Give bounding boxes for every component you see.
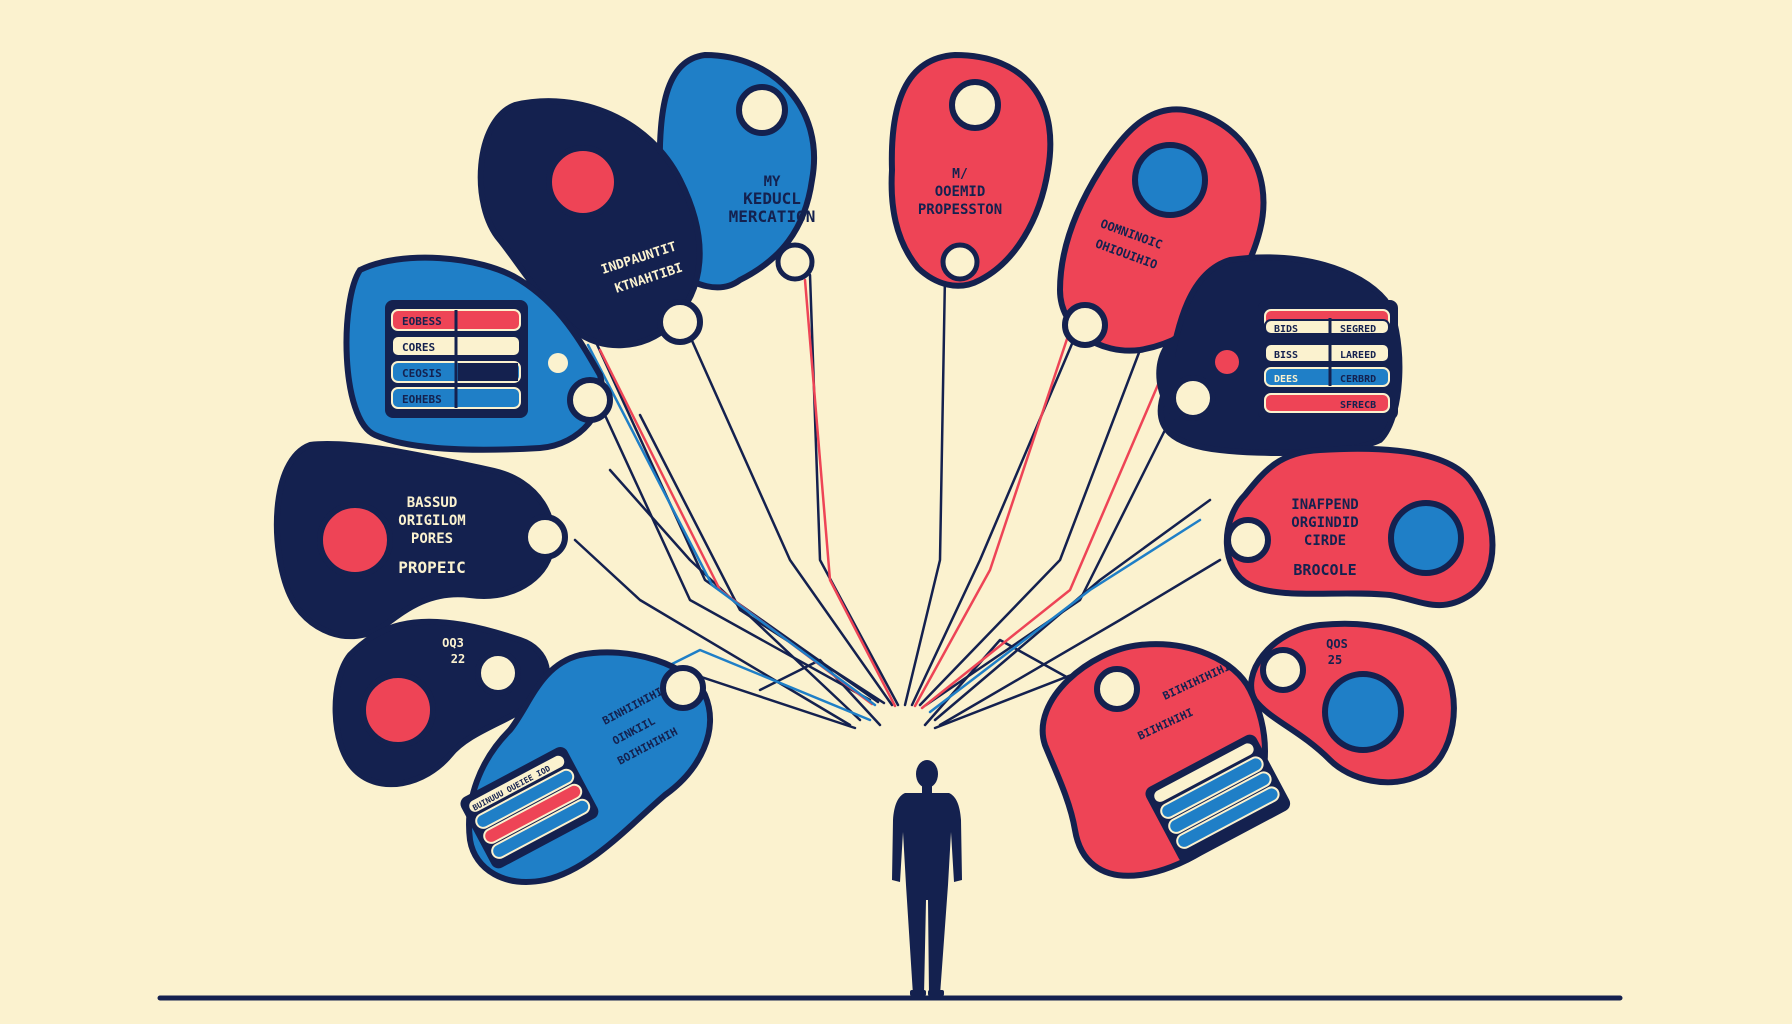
- bubble-center-left: BASSUD ORIGILOM PORES PROPEIC: [273, 441, 568, 640]
- bubble-center-left-line1: BASSUD: [407, 495, 458, 511]
- bubble-top-right-line3: PROPESSTON: [918, 202, 1002, 218]
- mid-right-row-2-right: LAREED: [1340, 350, 1376, 361]
- mid-right-row-3-left: DEES: [1274, 374, 1298, 385]
- bubble-center-right-line4: BROCOLE: [1293, 561, 1356, 579]
- mid-left-row-2: CORES: [402, 341, 435, 354]
- bubble-low-right-line2: 25: [1328, 653, 1342, 667]
- mid-left-row-1: EOBESS: [402, 315, 442, 328]
- bubble-low-left: OQ3 22: [332, 618, 550, 788]
- bubble-upper-left: INDPAUNTIT KTNAHTIBI: [477, 98, 703, 349]
- bubble-center-right: INAFPEND ORGINDID CIRDE BROCOLE: [1223, 445, 1496, 609]
- bubble-center-right-line1: INAFPEND: [1291, 497, 1358, 513]
- person-silhouette: [892, 760, 962, 996]
- bubble-low-right: QOS 25: [1248, 620, 1457, 786]
- bubble-center-left-line2: ORIGILOM: [398, 513, 465, 529]
- bottom-right-bars: [1145, 734, 1291, 863]
- bubble-top-left-line3: MERCATION: [729, 207, 816, 226]
- bottom-left-bars: BUINUUU OUEIEE IOD: [460, 746, 599, 869]
- mid-right-row-4-right: SFRECB: [1340, 400, 1376, 411]
- bubble-top-right: M/ OOEMID PROPESSTON: [888, 51, 1054, 289]
- bubble-low-left-line1: OQ3: [442, 636, 464, 650]
- bubble-top-right-line1: M/: [952, 167, 968, 182]
- bubble-top-right-line2: OOEMID: [935, 184, 986, 200]
- bubble-center-left-line3: PORES: [411, 531, 453, 547]
- mid-right-row-1-left: BIDS: [1274, 324, 1298, 335]
- mid-left-table: EOBESS CORES CEOSIS EOHEBS: [385, 300, 528, 418]
- bubble-mid-left: EOBESS CORES CEOSIS EOHEBS: [343, 254, 613, 453]
- mid-right-table: BIDS SEGRED BISS LAREED DEES CERBRD SFRE…: [1258, 300, 1398, 420]
- bubble-top-left-line1: MY: [764, 174, 781, 190]
- mid-left-row-3: CEOSIS: [402, 367, 442, 380]
- mid-right-row-1-right: SEGRED: [1340, 324, 1376, 335]
- bubble-center-left-line4: PROPEIC: [398, 558, 465, 577]
- bubble-top-left-line2: KEDUCL: [743, 189, 801, 208]
- mid-right-row-3-right: CERBRD: [1340, 374, 1376, 385]
- mid-left-row-4: EOHEBS: [402, 393, 442, 406]
- bubble-center-right-line2: ORGINDID: [1291, 515, 1358, 531]
- bubble-mid-right: BIDS SEGRED BISS LAREED DEES CERBRD SFRE…: [1156, 254, 1403, 456]
- bubble-bottom-left: BINHIIHIHI OINKIIL BOIHIHIHIH BUINUUU OU…: [460, 649, 713, 885]
- mid-right-row-2-left: BISS: [1274, 350, 1298, 361]
- bubble-low-left-line2: 22: [451, 652, 465, 666]
- bubble-bottom-right: BIIHIHIHIHI BIIHIHIHI: [1039, 641, 1291, 879]
- bubble-center-right-line3: CIRDE: [1304, 533, 1346, 549]
- bubble-low-right-line1: QOS: [1326, 637, 1348, 651]
